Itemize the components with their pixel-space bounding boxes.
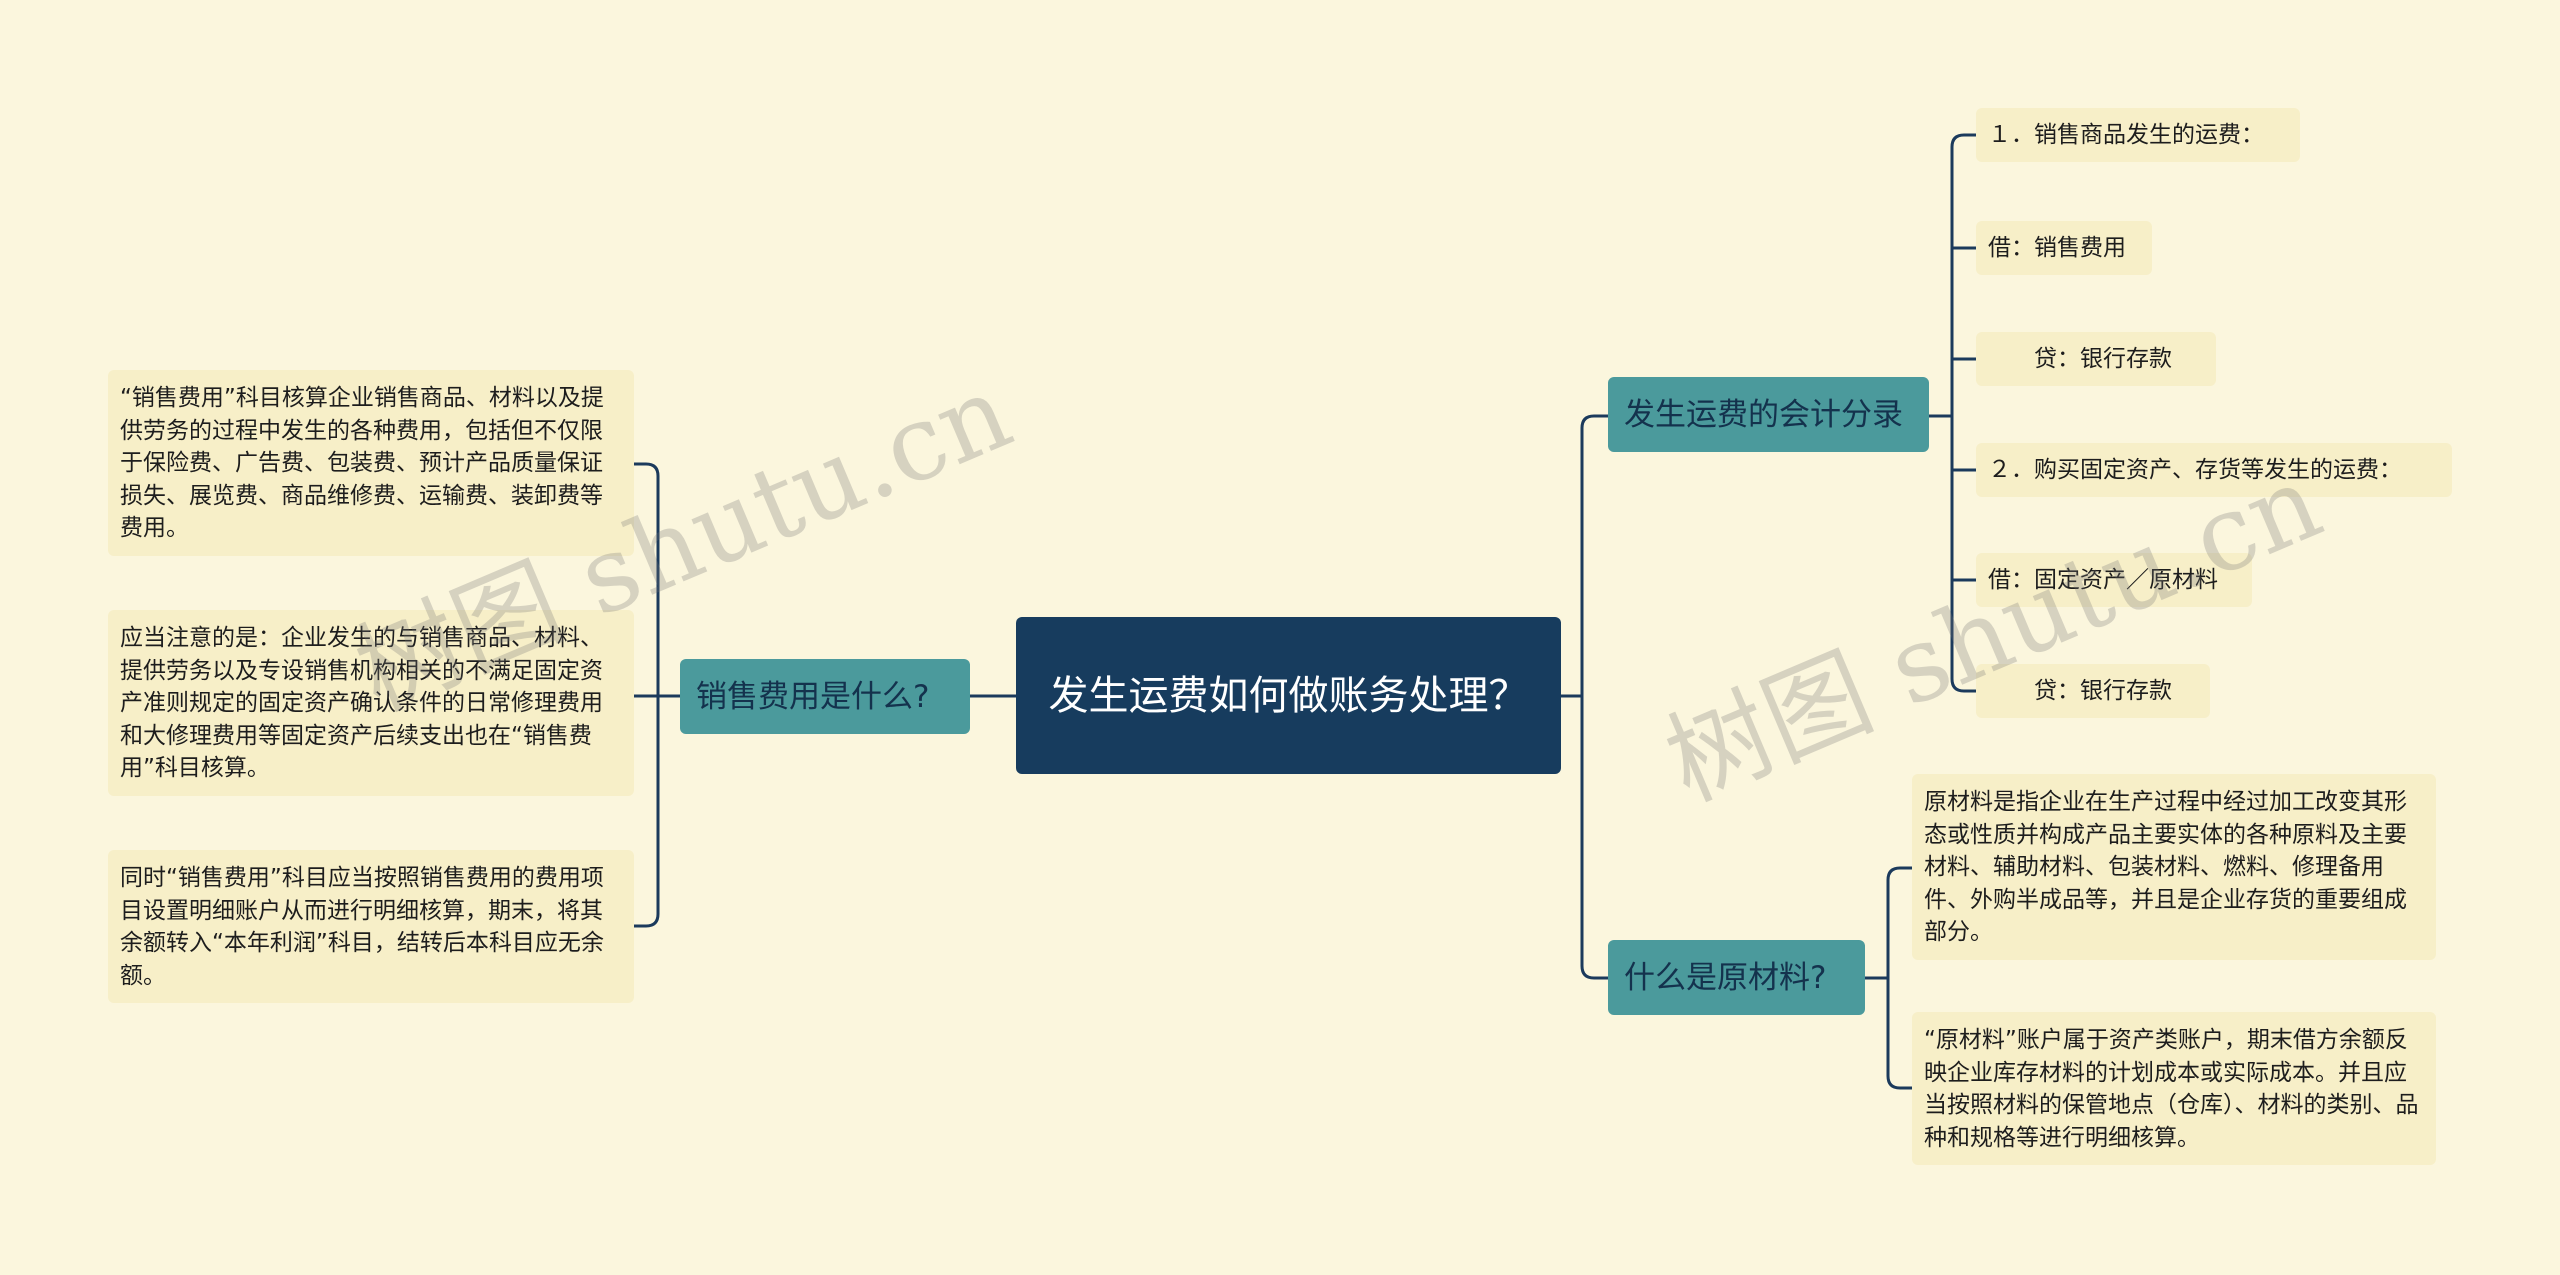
leaf-selling-expense-note[interactable]: 应当注意的是：企业发生的与销售商品、材料、提供劳务以及专设销售机构相关的不满足固… xyxy=(108,610,634,796)
root-title: 发生运费如何做账务处理？ xyxy=(1048,672,1529,719)
leaf-text: “原材料”账户属于资产类账户，期末借方余额反映企业库存材料的计划成本或实际成本。… xyxy=(1924,1027,2419,1151)
link-rt-trunk xyxy=(1950,133,1978,693)
leaf-text: “销售费用”科目核算企业销售商品、材料以及提供劳务的过程中发生的各种费用，包括但… xyxy=(120,385,604,541)
leaf-text: 同时“销售费用”科目应当按照销售费用的费用项目设置明细账户从而进行明细核算，期末… xyxy=(120,865,604,989)
leaf-selling-expense-definition[interactable]: “销售费用”科目核算企业销售商品、材料以及提供劳务的过程中发生的各种费用，包括但… xyxy=(108,370,634,556)
leaf-entry-2-credit[interactable]: 贷：银行存款 xyxy=(1976,664,2210,718)
leaf-text: 贷：银行存款 xyxy=(1988,345,2172,372)
leaf-text: 借：固定资产／原材料 xyxy=(1988,566,2218,593)
branch-raw-materials[interactable]: 什么是原材料? xyxy=(1608,940,1865,1015)
branch-label: 什么是原材料? xyxy=(1624,959,1827,996)
root-node[interactable]: 发生运费如何做账务处理？ xyxy=(1016,617,1561,774)
link-right-trunk xyxy=(1580,414,1610,980)
branch-label: 销售费用是什么? xyxy=(696,678,930,715)
leaf-text: １．销售商品发生的运费： xyxy=(1988,121,2264,148)
branch-freight-journal-entries[interactable]: 发生运费的会计分录 xyxy=(1608,377,1929,452)
leaf-entry-2-title[interactable]: ２．购买固定资产、存货等发生的运费： xyxy=(1976,443,2452,497)
leaf-text: ２．购买固定资产、存货等发生的运费： xyxy=(1988,456,2402,483)
leaf-text: 应当注意的是：企业发生的与销售商品、材料、提供劳务以及专设销售机构相关的不满足固… xyxy=(120,625,603,781)
leaf-entry-1-credit[interactable]: 贷：银行存款 xyxy=(1976,332,2216,386)
leaf-selling-expense-closing[interactable]: 同时“销售费用”科目应当按照销售费用的费用项目设置明细账户从而进行明细核算，期末… xyxy=(108,850,634,1003)
leaf-entry-1-debit[interactable]: 借：销售费用 xyxy=(1976,221,2152,275)
leaf-entry-2-debit[interactable]: 借：固定资产／原材料 xyxy=(1976,553,2252,607)
leaf-text: 借：销售费用 xyxy=(1988,234,2126,261)
branch-selling-expense[interactable]: 销售费用是什么? xyxy=(680,659,970,734)
link-rb-trunk xyxy=(1886,866,1914,1090)
link-left-trunk xyxy=(632,462,660,928)
leaf-entry-1-title[interactable]: １．销售商品发生的运费： xyxy=(1976,108,2300,162)
leaf-text: 原材料是指企业在生产过程中经过加工改变其形态或性质并构成产品主要实体的各种原料及… xyxy=(1924,789,2407,945)
branch-label: 发生运费的会计分录 xyxy=(1624,396,1903,433)
leaf-text: 贷：银行存款 xyxy=(1988,677,2172,704)
leaf-raw-materials-account[interactable]: “原材料”账户属于资产类账户，期末借方余额反映企业库存材料的计划成本或实际成本。… xyxy=(1912,1012,2436,1165)
leaf-raw-materials-definition[interactable]: 原材料是指企业在生产过程中经过加工改变其形态或性质并构成产品主要实体的各种原料及… xyxy=(1912,774,2436,960)
